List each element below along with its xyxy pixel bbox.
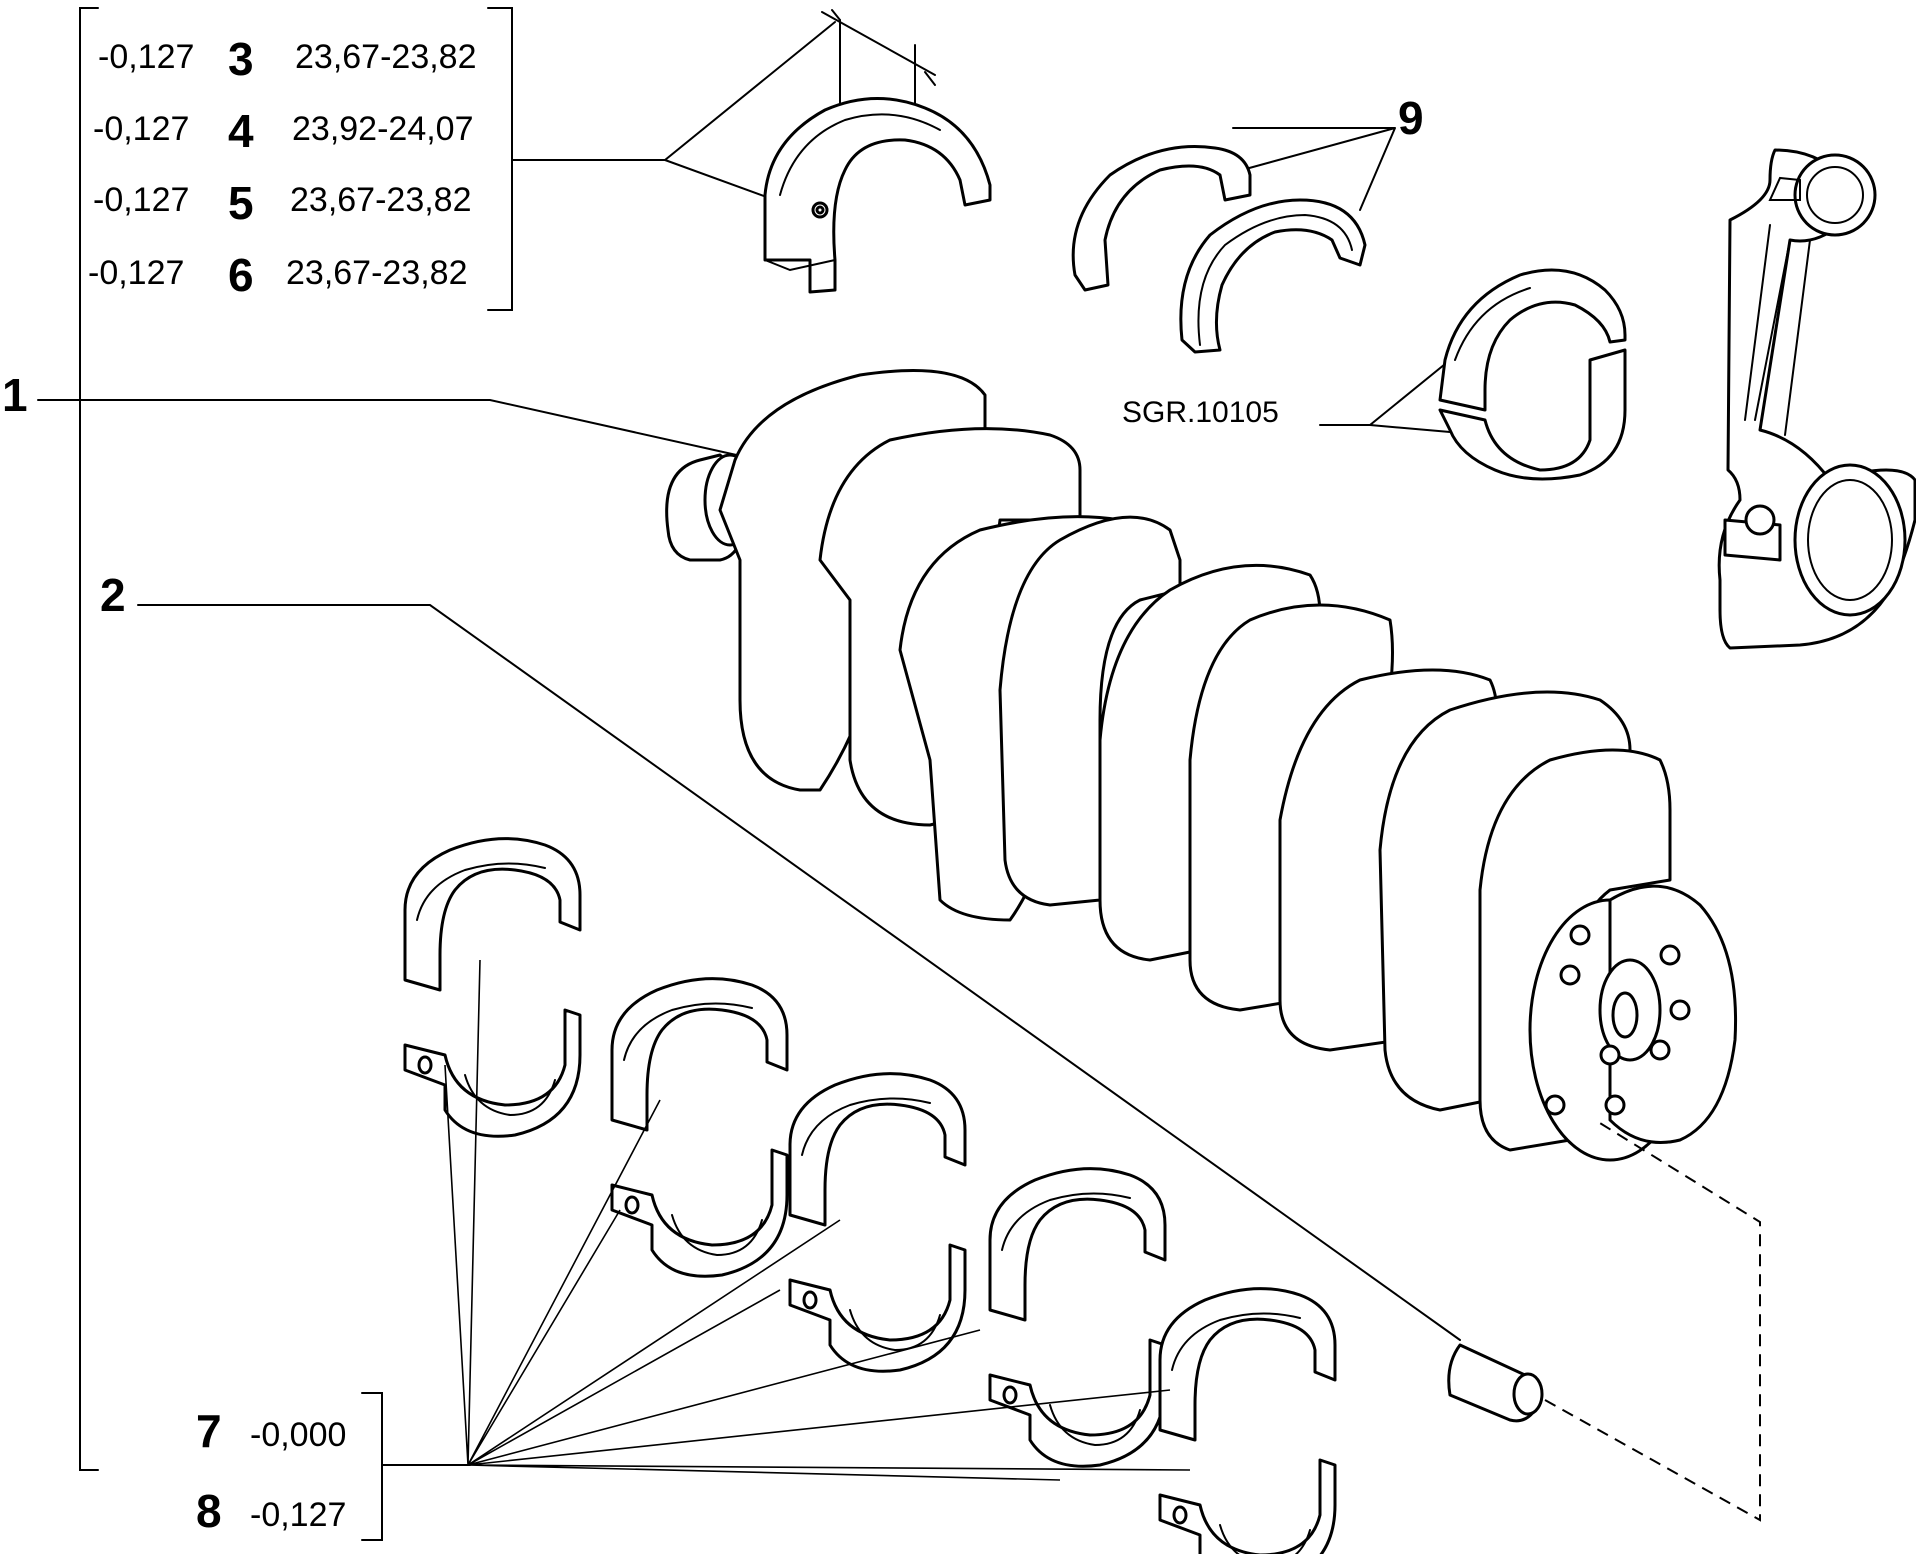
table-leader [511, 21, 836, 201]
thrust-washer-plain [1071, 145, 1252, 292]
table-offset-6: -0,127 [88, 254, 185, 292]
table-bracket-top [487, 7, 513, 311]
group-bracket-left [79, 7, 99, 1471]
table-offset-4: -0,127 [93, 110, 190, 148]
main-bearing-shell-top [763, 96, 992, 294]
shell-leader-fan [444, 959, 1191, 1481]
crankshaft [665, 369, 1738, 1162]
callout-1: 1 [2, 369, 28, 421]
conrod-bearing-shell [1438, 268, 1627, 481]
thrust-washer-grooved [1179, 198, 1367, 354]
table-item-3: 3 [228, 33, 254, 85]
main-bearing-shell-2 [610, 977, 789, 1278]
table-item-6: 6 [228, 249, 254, 301]
callout-2: 2 [100, 569, 126, 621]
connecting-rod [1717, 148, 1916, 650]
table-range-6: 23,67-23,82 [286, 254, 468, 292]
table-item-4: 4 [228, 105, 254, 157]
reference-code: SGR.10105 [1122, 396, 1279, 429]
table-item-5: 5 [228, 177, 254, 229]
shell-item-8: 8 [196, 1485, 222, 1537]
bottom-table-bracket [361, 1392, 471, 1541]
table-offset-5: -0,127 [93, 181, 190, 219]
pin-dashed-line [1544, 1119, 1761, 1522]
main-bearing-shell-3 [788, 1072, 967, 1373]
main-bearing-shell-4 [988, 1167, 1167, 1468]
main-bearing-shell-1 [403, 837, 582, 1138]
table-range-5: 23,67-23,82 [290, 181, 472, 219]
leader-line-9 [1232, 127, 1396, 211]
shell-offset-7: -0,000 [250, 1416, 347, 1454]
table-offset-3: -0,127 [98, 38, 195, 76]
shell-item-7: 7 [196, 1405, 222, 1457]
leader-line-1 [37, 399, 751, 459]
dowel-pin [1447, 1343, 1544, 1423]
callout-9: 9 [1398, 92, 1424, 144]
table-range-4: 23,92-24,07 [292, 110, 474, 148]
main-bearing-shell-5 [1158, 1287, 1337, 1554]
sgr-leader [1319, 359, 1451, 433]
table-range-3: 23,67-23,82 [295, 38, 477, 76]
leader-line-2 [137, 604, 1461, 1341]
shell-offset-8: -0,127 [250, 1496, 347, 1534]
